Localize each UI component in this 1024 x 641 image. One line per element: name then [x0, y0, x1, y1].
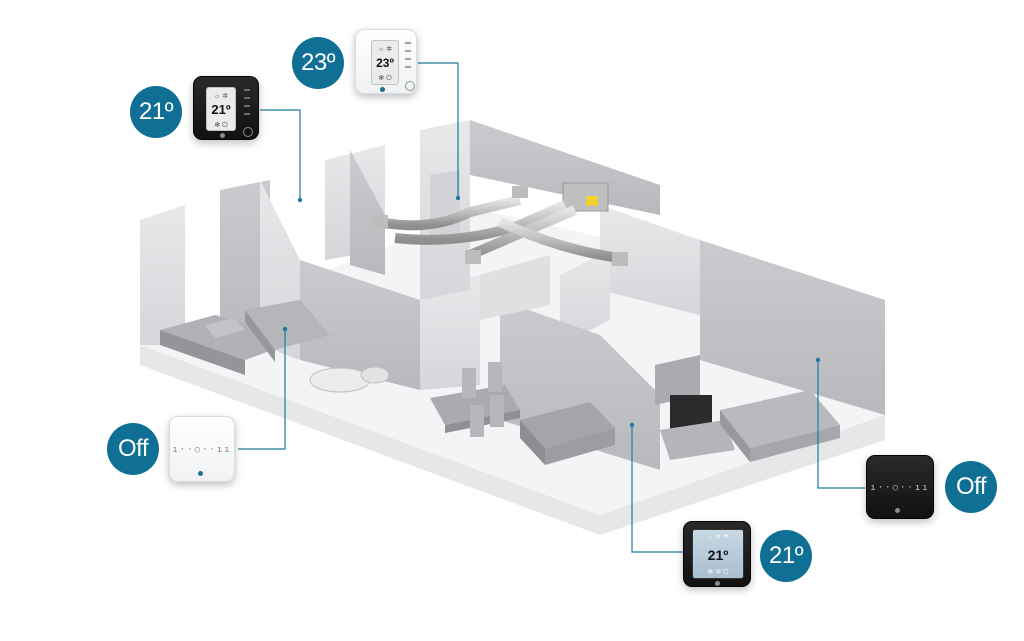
furniture — [160, 300, 840, 465]
zone-badge-living: 21º — [760, 530, 812, 582]
zone-badge-hall: Off — [107, 423, 159, 475]
thermostat-temp-readout: 21º — [707, 547, 729, 563]
zone-badge-kitchen: 23º — [292, 37, 344, 89]
sun-icon: ☼ ✲ — [213, 93, 229, 100]
sun-icon: ☼ ✲ — [377, 46, 393, 53]
fan-icon: ✻ ✲ ⏻ — [707, 569, 729, 576]
thermostat-screen: ☼ ✲ 23º ✻ ⏻ — [371, 40, 399, 85]
brand-logo-icon — [220, 133, 225, 138]
brand-logo-icon — [198, 471, 203, 476]
fan-icon: ✻ ⏻ — [378, 75, 392, 82]
brand-logo-icon — [715, 581, 720, 586]
thermostat-black-color[interactable]: ☼ ✲ ☂ 21º ✻ ✲ ⏻ — [683, 521, 751, 587]
thermostat-side-buttons[interactable] — [244, 89, 250, 121]
touch-control-strip[interactable]: ı··○··ıı — [172, 445, 232, 455]
thermostat-side-buttons[interactable] — [405, 42, 411, 74]
leader-dots — [282, 195, 821, 428]
zone-badge-bedroom-right: Off — [945, 461, 997, 513]
thermostat-temp-readout: 21º — [211, 102, 231, 117]
air-duct-system — [372, 182, 628, 266]
leader-lines — [238, 62, 865, 553]
thermostat-screen: ☼ ✲ 21º ✻ ⏻ — [206, 87, 236, 131]
brand-logo-icon — [380, 87, 385, 92]
power-icon[interactable] — [405, 81, 415, 91]
thermostat-temp-readout: 23º — [376, 56, 394, 70]
fan-icon: ✻ ⏻ — [214, 122, 228, 129]
thermostat-white-mono[interactable]: ☼ ✲ 23º ✻ ⏻ — [355, 29, 417, 94]
thermostat-screen: ☼ ✲ ☂ 21º ✻ ✲ ⏻ — [692, 529, 744, 579]
touch-control-strip[interactable]: ı··○··ıı — [870, 483, 930, 493]
thermostat-black-mono[interactable]: ☼ ✲ 21º ✻ ⏻ — [193, 76, 259, 140]
thermostat-black-touch[interactable]: ı··○··ıı — [866, 455, 934, 519]
thermostat-white-touch[interactable]: ı··○··ıı — [169, 416, 235, 482]
sun-icon: ☼ ✲ ☂ — [706, 534, 730, 541]
brand-logo-icon — [895, 508, 900, 513]
zone-badge-bedroom-left: 21º — [130, 86, 182, 138]
power-icon[interactable] — [243, 127, 253, 137]
